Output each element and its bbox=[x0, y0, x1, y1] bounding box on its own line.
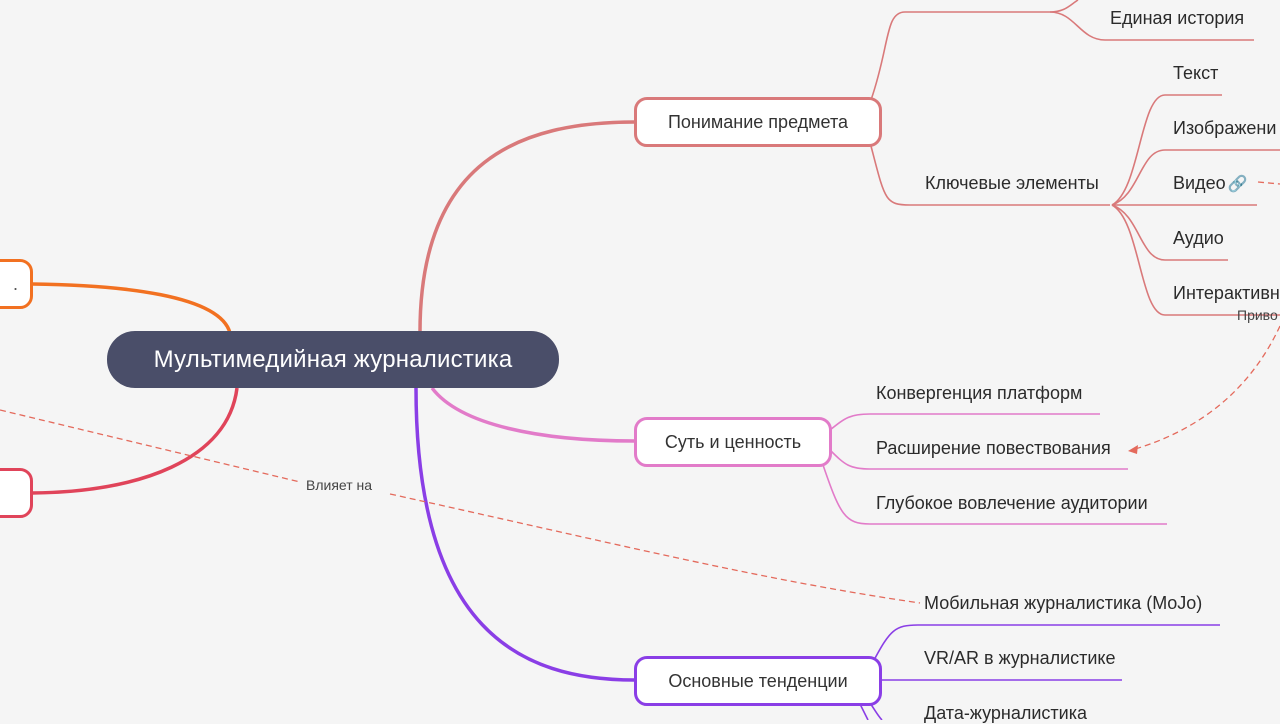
relation-label-influences: Влияет на bbox=[306, 477, 373, 493]
connector-unified-story bbox=[1049, 11, 1254, 41]
connector-left-red bbox=[31, 387, 239, 495]
relation-leads-to bbox=[1131, 181, 1280, 451]
leaf-storytelling[interactable]: Расширение повествования bbox=[876, 438, 1111, 458]
connector-audio bbox=[1111, 204, 1228, 261]
connector-text bbox=[1111, 94, 1222, 206]
left-node-orange[interactable]: . bbox=[0, 259, 33, 309]
connector-key-elements bbox=[870, 145, 1110, 206]
connector-convergence bbox=[829, 413, 1100, 431]
connector-partial-upper bbox=[1049, 0, 1079, 13]
connector-data-2 bbox=[859, 703, 869, 720]
branch-understanding[interactable]: Понимание предмета bbox=[634, 97, 882, 147]
connector-engagement bbox=[821, 461, 1167, 525]
connector-partial-top bbox=[870, 11, 1050, 101]
connector-storytelling bbox=[829, 449, 1128, 470]
arrowhead-leads-to bbox=[1128, 445, 1138, 454]
leaf-engagement[interactable]: Глубокое вовлечение аудитории bbox=[876, 493, 1148, 513]
branch-trends[interactable]: Основные тенденции bbox=[634, 656, 882, 706]
leaf-images[interactable]: Изображени bbox=[1173, 118, 1277, 138]
relation-label-leads-to: Приво bbox=[1237, 307, 1278, 323]
root-label: Мультимедийная журналистика bbox=[153, 345, 513, 373]
leaf-unified-story[interactable]: Единая история bbox=[1110, 8, 1245, 28]
connector-interactive bbox=[1111, 204, 1280, 316]
branch-trends-label: Основные тенденции bbox=[668, 670, 848, 691]
leaf-convergence[interactable]: Конвергенция платформ bbox=[876, 383, 1083, 403]
connector-images bbox=[1111, 149, 1280, 206]
branch-understanding-label: Понимание предмета bbox=[667, 111, 849, 132]
connector-understanding bbox=[418, 120, 636, 333]
leaf-video-label: Видео bbox=[1173, 173, 1226, 193]
leaf-audio[interactable]: Аудио bbox=[1173, 228, 1224, 248]
relation-influences bbox=[0, 409, 921, 604]
leaf-mojo[interactable]: Мобильная журналистика (MoJo) bbox=[924, 593, 1203, 613]
leaf-video[interactable]: Видео🔗 bbox=[1173, 173, 1248, 194]
link-icon[interactable]: 🔗 bbox=[1227, 176, 1248, 193]
leaf-key-elements[interactable]: Ключевые элементы bbox=[925, 173, 1099, 193]
connector-left-orange bbox=[31, 282, 232, 334]
leaf-text[interactable]: Текст bbox=[1173, 63, 1219, 83]
branch-essence-label: Суть и ценность bbox=[664, 431, 802, 452]
branch-essence[interactable]: Суть и ценность bbox=[634, 417, 832, 467]
connector-trends bbox=[414, 387, 636, 682]
leaf-data-journalism[interactable]: Дата-журналистика bbox=[924, 703, 1087, 723]
leaf-interactive[interactable]: Интерактивн bbox=[1173, 283, 1280, 303]
connector-essence bbox=[430, 386, 636, 443]
left-node-red[interactable] bbox=[0, 468, 33, 518]
leaf-vrar[interactable]: VR/AR в журналистике bbox=[924, 648, 1116, 668]
root-node[interactable]: Мультимедийная журналистика bbox=[107, 331, 559, 388]
connector-mojo bbox=[872, 624, 1220, 663]
